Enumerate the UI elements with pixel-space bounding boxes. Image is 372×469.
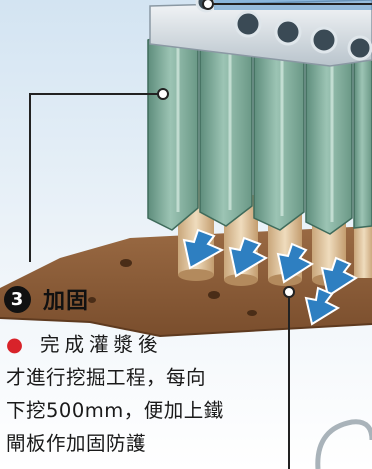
callout-dot-icon — [283, 286, 295, 298]
description-line: ●完成灌漿後 — [6, 333, 163, 356]
pipe-openings — [195, 0, 372, 61]
description-line: 閘板作加固防護 — [6, 432, 147, 455]
plate-highlights — [176, 34, 334, 222]
step-description: ●完成灌漿後 才進行挖掘工程，每向 下挖500mm，便加上鐵 閘板作加固防護 — [6, 328, 346, 460]
callout-line-ground — [283, 286, 295, 469]
step-number-badge: 3 — [4, 285, 31, 313]
callout-line-plate — [29, 88, 169, 262]
soil-edge — [0, 317, 372, 338]
soil-pebbles — [88, 259, 257, 316]
down-arrow-icon — [182, 228, 359, 326]
description-line: 才進行挖掘工程，每向 — [6, 366, 207, 389]
description-line: 下挖500mm，便加上鐵 — [6, 399, 224, 422]
callout-dot-icon — [157, 88, 169, 100]
next-step-hint — [315, 419, 372, 469]
callout-dot-icon — [202, 0, 214, 10]
step-title: 加固 — [43, 289, 90, 314]
callout-line-top — [202, 0, 372, 10]
bullet-icon: ● — [6, 333, 29, 356]
steel-plates — [147, 22, 372, 235]
step-heading: 3 加固 — [4, 283, 89, 315]
